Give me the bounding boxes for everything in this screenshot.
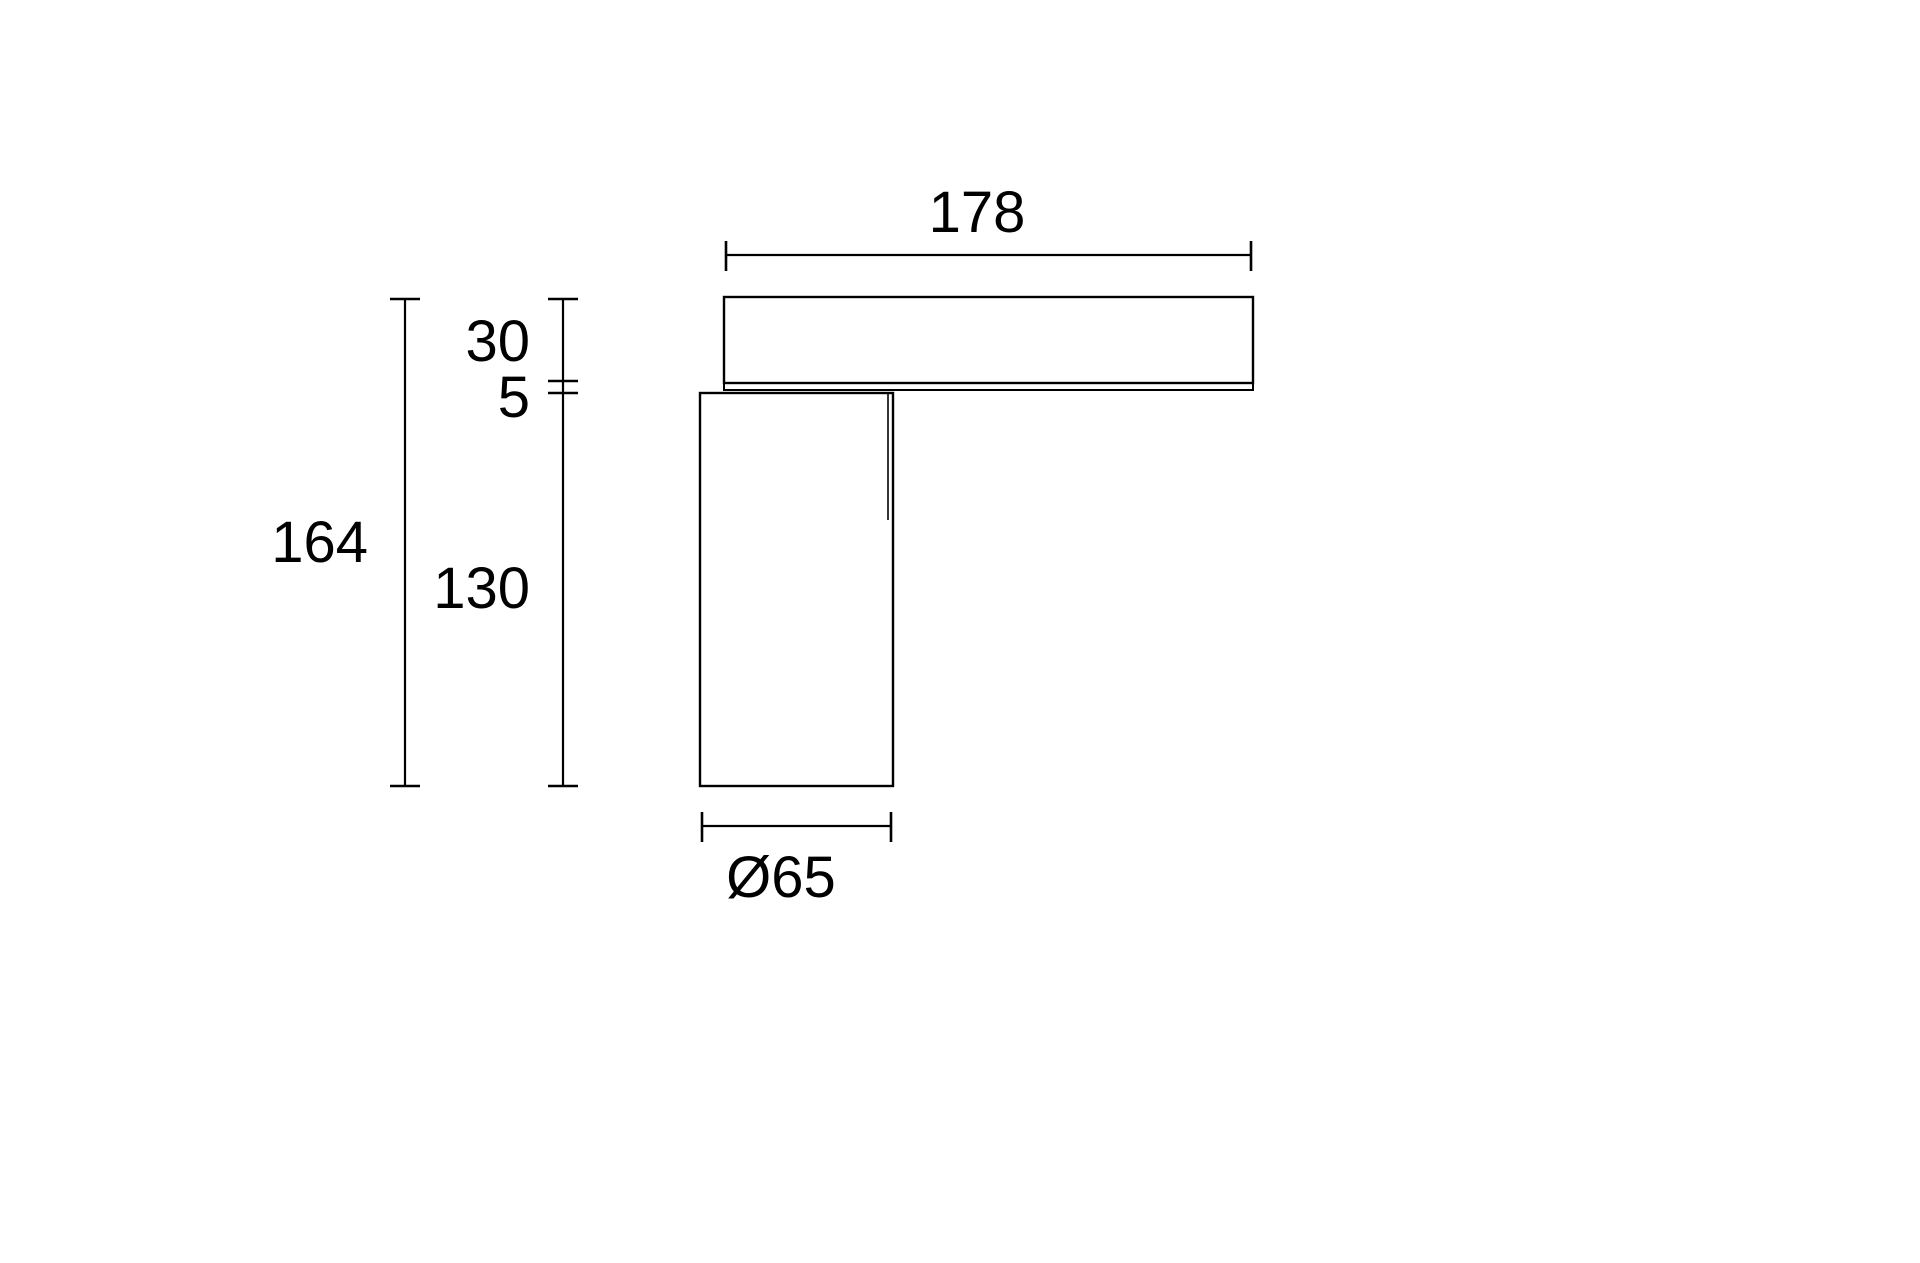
dimension-30-label: 30 [465, 309, 530, 374]
body-cylinder-outline [698, 391, 895, 788]
dimension-stack-inner: 30 5 130 [433, 297, 578, 788]
dimension-5-label: 5 [498, 365, 530, 430]
part-head-bar [722, 295, 1255, 385]
head-bar-outline [722, 295, 1255, 385]
dimension-diameter-65: Ø65 [700, 812, 893, 910]
dimension-178-label: 178 [929, 180, 1026, 245]
dimension-130-label: 130 [433, 556, 530, 621]
dimension-164-label: 164 [271, 510, 368, 575]
part-head-plate [723, 382, 1254, 391]
part-body-cylinder [698, 391, 895, 788]
head-plate-outline [723, 382, 1254, 391]
dimension-164: 164 [271, 297, 420, 788]
dimension-65-label: Ø65 [726, 845, 836, 910]
dimension-178: 178 [724, 180, 1253, 271]
